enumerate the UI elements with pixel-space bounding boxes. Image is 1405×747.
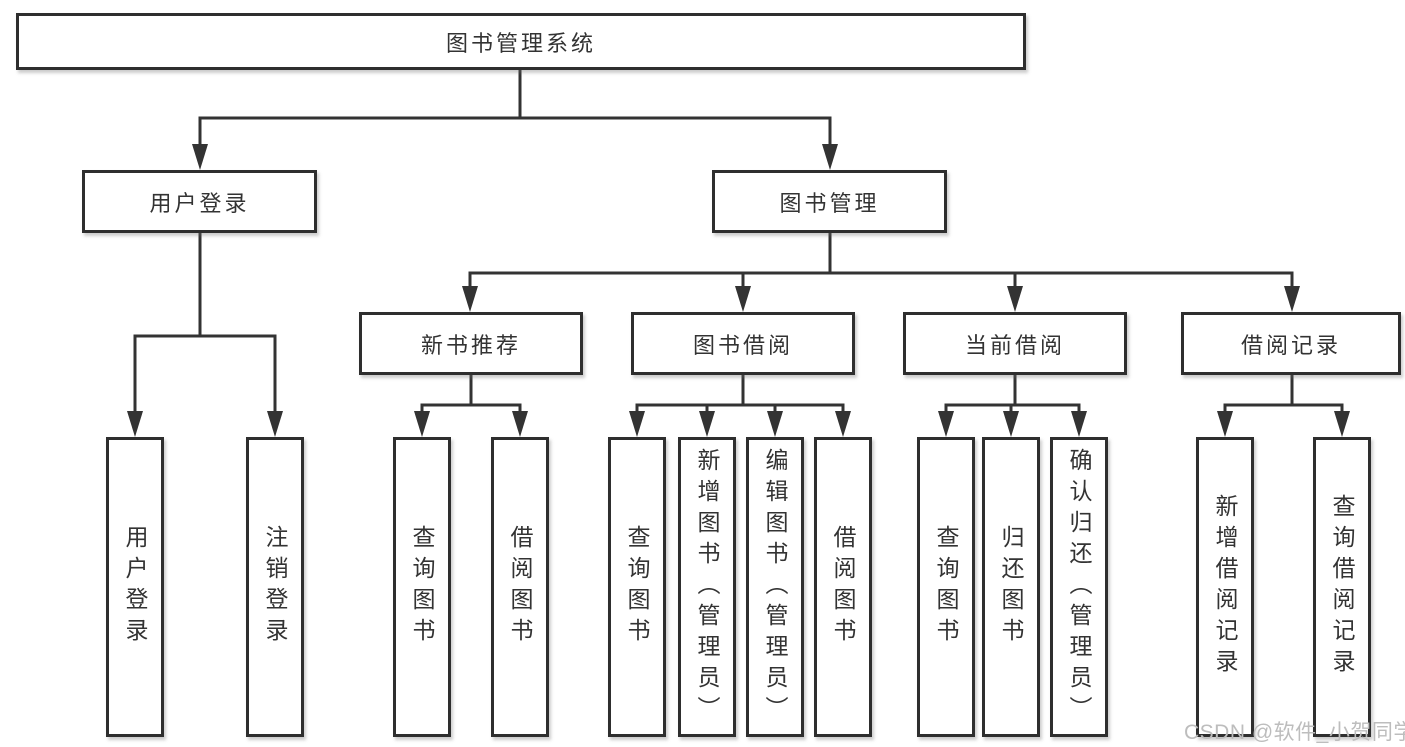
node-book-borrow: 图书借阅 [631,312,855,375]
connector-current-borrow-to-children [938,375,1087,437]
node-query-books-recommend: 查询图书 [393,437,451,737]
connector-book-borrow-to-children [629,375,851,437]
node-borrow-books-recommend: 借阅图书 [491,437,549,737]
node-query-books-borrow: 查询图书 [608,437,666,737]
node-logout-action-label: 注销登录 [262,525,288,649]
node-add-books-admin-label: 新增图书（管理员） [694,447,720,727]
node-book-borrow-label: 图书借阅 [692,332,793,358]
connector-user-login-to-children [127,233,283,437]
node-user-login-action: 用户登录 [106,437,164,737]
connector-new-book-recommend-to-children [414,375,528,437]
node-add-borrow-record-label: 新增借阅记录 [1212,494,1238,680]
node-query-borrow-record-label: 查询借阅记录 [1329,494,1355,680]
node-borrow-books-label: 借阅图书 [830,525,856,649]
node-query-borrow-record: 查询借阅记录 [1313,437,1371,737]
node-add-borrow-record: 新增借阅记录 [1196,437,1254,737]
node-book-management-label: 图书管理 [779,190,880,216]
node-logout-action: 注销登录 [246,437,304,737]
node-user-login-action-label: 用户登录 [122,525,148,649]
node-book-management: 图书管理 [712,170,947,233]
node-borrow-books: 借阅图书 [814,437,872,737]
node-query-books-current-label: 查询图书 [933,525,959,649]
node-edit-books-admin: 编辑图书（管理员） [746,437,804,737]
connector-borrow-records-to-children [1217,375,1350,437]
node-borrow-books-recommend-label: 借阅图书 [507,525,533,649]
node-return-books: 归还图书 [982,437,1040,737]
node-confirm-return-admin-label: 确认归还（管理员） [1066,447,1092,727]
node-user-login-label: 用户登录 [149,190,250,216]
node-user-login: 用户登录 [82,170,317,233]
connector-root-to-level2 [192,70,838,170]
node-borrow-records-label: 借阅记录 [1240,332,1341,358]
node-return-books-label: 归还图书 [998,525,1024,649]
node-new-book-recommend: 新书推荐 [359,312,583,375]
node-add-books-admin: 新增图书（管理员） [678,437,736,737]
node-query-books-recommend-label: 查询图书 [409,525,435,649]
node-edit-books-admin-label: 编辑图书（管理员） [762,447,788,727]
node-query-books-current: 查询图书 [917,437,975,737]
node-current-borrow: 当前借阅 [903,312,1127,375]
node-library-management-system-label: 图书管理系统 [445,30,596,56]
node-query-books-borrow-label: 查询图书 [624,525,650,649]
node-confirm-return-admin: 确认归还（管理员） [1050,437,1108,737]
node-new-book-recommend-label: 新书推荐 [420,332,521,358]
node-current-borrow-label: 当前借阅 [964,332,1065,358]
connector-book-management-to-level3 [462,233,1300,312]
node-borrow-records: 借阅记录 [1181,312,1401,375]
node-library-management-system: 图书管理系统 [16,13,1026,70]
watermark: CSDN @软件_小贺同学 [1184,721,1405,744]
